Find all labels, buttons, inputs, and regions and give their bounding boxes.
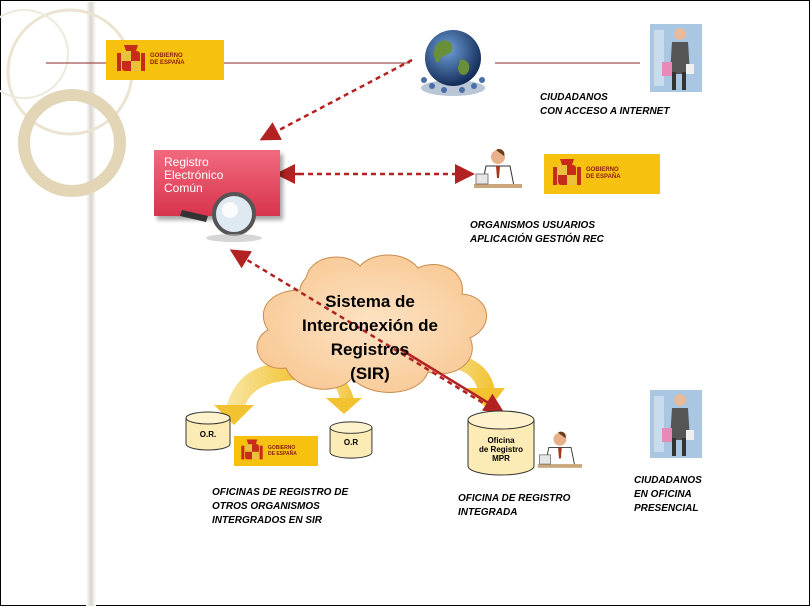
caption-ciudadanos-presencial: CIUDADANOS EN OFICINA PRESENCIAL bbox=[634, 475, 702, 514]
database-mpr bbox=[467, 410, 535, 476]
yellow-arrow-left-head bbox=[214, 405, 254, 425]
rec-label: Registro Electrónico Común bbox=[164, 155, 224, 195]
database-or-right bbox=[329, 421, 373, 459]
office-worker-icon bbox=[474, 148, 522, 188]
gobierno-logo-otros: GOBIERNO DE ESPAÑA bbox=[234, 436, 318, 466]
yellow-arrow-left bbox=[225, 361, 300, 412]
gobierno-logo-text: GOBIERNO DE ESPAÑA bbox=[268, 445, 297, 457]
drum-label-mpr: Oficina de Registro MPR bbox=[478, 436, 523, 463]
spain-coat-of-arms-icon bbox=[553, 159, 581, 185]
gobierno-logo-organismos: GOBIERNO DE ESPAÑA bbox=[544, 154, 660, 194]
decor-ring-2 bbox=[18, 89, 126, 197]
sir-label: Sistema de Interconexión de Registros (S… bbox=[301, 292, 439, 383]
spain-coat-of-arms-icon bbox=[117, 45, 145, 71]
vertical-bar bbox=[86, 2, 96, 606]
gobierno-logo-top: GOBIERNO DE ESPAÑA bbox=[106, 40, 224, 80]
decor-ring-3 bbox=[0, 9, 69, 99]
caption-oficinas-otros: OFICINAS DE REGISTRO DE OTROS ORGANISMOS… bbox=[212, 487, 349, 526]
globe-network-icon bbox=[421, 30, 485, 96]
citizen-shopper-icon bbox=[650, 24, 702, 92]
caption-ciudadanos-internet: CIUDADANOS CON ACCESO A INTERNET bbox=[540, 92, 670, 117]
magnifier-icon bbox=[180, 192, 262, 242]
gobierno-logo-text: GOBIERNO DE ESPAÑA bbox=[586, 167, 621, 180]
arrow-mpr-to-rec bbox=[229, 249, 499, 414]
arrow-internet-to-rec bbox=[259, 58, 413, 141]
gobierno-logo-text: GOBIERNO DE ESPAÑA bbox=[150, 53, 185, 66]
drum-label-or-right: O.R bbox=[343, 438, 359, 447]
caption-organismos-usuarios: ORGANISMOS USUARIOS APLICACIÓN GESTIÓN R… bbox=[470, 220, 604, 245]
citizen-shopper-icon bbox=[650, 390, 702, 458]
sir-cloud bbox=[256, 254, 487, 393]
database-or-left bbox=[185, 411, 231, 451]
caption-oficina-integrada: OFICINA DE REGISTRO INTEGRADA bbox=[458, 493, 571, 518]
spain-coat-of-arms-icon bbox=[241, 439, 263, 460]
office-worker-icon bbox=[537, 431, 583, 468]
arrow-into-mpr bbox=[399, 347, 505, 413]
drum-label-or-left: O.R. bbox=[199, 430, 217, 439]
yellow-arrow-mid-head bbox=[326, 398, 362, 414]
